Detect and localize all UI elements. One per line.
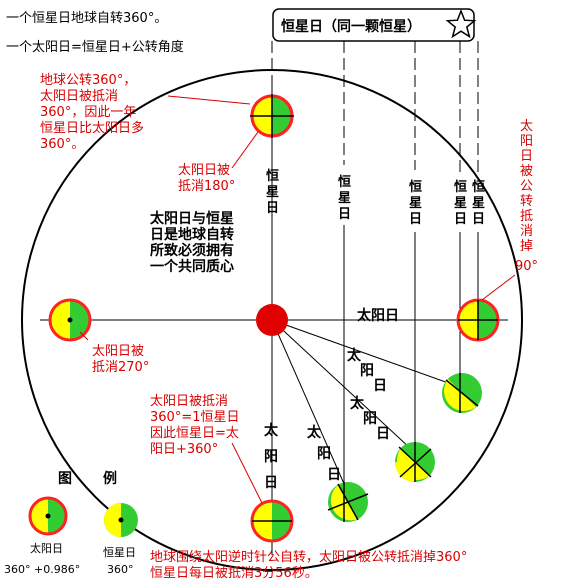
svg-text:360°=1恒星日: 360°=1恒星日	[150, 410, 239, 425]
svg-text:阳: 阳	[520, 134, 533, 149]
svg-text:太: 太	[264, 422, 279, 439]
svg-text:太阳日被抵消: 太阳日被抵消	[150, 394, 228, 409]
svg-text:日是地球自转: 日是地球自转	[150, 226, 234, 243]
svg-text:消: 消	[520, 224, 533, 239]
svg-text:太阳日被: 太阳日被	[92, 344, 144, 359]
sun	[256, 304, 288, 336]
svg-text:阳: 阳	[264, 449, 278, 465]
svg-text:日: 日	[373, 378, 387, 394]
solar-label-diag-3: 太 阳 日	[307, 424, 341, 483]
legend-solar-label: 太阳日	[30, 542, 63, 555]
note-offset-270: 太阳日被 抵消270°	[92, 344, 149, 375]
svg-text:太: 太	[347, 347, 362, 364]
svg-text:阳日+360°: 阳日+360°	[150, 442, 218, 457]
note-orbit-360: 地球公转360°， 太阳日被抵消 360°，因此一年 恒星日比太阳日多 360°…	[40, 73, 144, 152]
svg-text:太阳日被抵消: 太阳日被抵消	[40, 89, 118, 104]
solar-rays	[271, 319, 469, 503]
note-180-pointer	[231, 131, 259, 169]
sidereal-label-2: 恒星日	[338, 174, 351, 222]
svg-text:360°。: 360°。	[40, 137, 84, 152]
svg-text:太阳日与恒星: 太阳日与恒星	[150, 210, 234, 227]
note-offset-90: 太 阳 日 被 公 转 抵 消 掉 90°	[515, 119, 538, 274]
note-90-pointer	[481, 274, 516, 301]
solar-label-diag-1: 太 阳 日	[347, 347, 387, 394]
svg-text:一个共同质心: 一个共同质心	[150, 258, 234, 275]
svg-text:日: 日	[520, 149, 533, 164]
bottom-note-2: 恒星日每日被抵消3分56秒。	[150, 565, 318, 581]
svg-text:被: 被	[520, 164, 533, 179]
solar-label-down: 太 阳 日	[264, 422, 279, 491]
sidereal-labels: 恒星日 恒星日 恒星日 恒星日 恒星日	[266, 168, 485, 227]
header-line-1: 一个恒星日地球自转360°。	[6, 11, 167, 26]
svg-text:360°，因此一年: 360°，因此一年	[40, 105, 136, 120]
svg-text:日: 日	[264, 475, 278, 491]
svg-text:太: 太	[307, 424, 322, 441]
sidereal-label-5: 恒星日	[472, 179, 485, 227]
earth-lower-right-2	[395, 442, 435, 482]
svg-text:阳: 阳	[363, 411, 377, 427]
earth-bottom	[250, 499, 294, 543]
note-270-pointer	[79, 331, 89, 341]
svg-text:太: 太	[350, 395, 365, 412]
star-box	[272, 8, 475, 42]
svg-text:抵消270°: 抵消270°	[92, 360, 149, 375]
sidereal-label-1: 恒星日	[266, 168, 279, 216]
svg-text:90°: 90°	[515, 259, 538, 274]
earth-top	[250, 94, 294, 138]
svg-text:日: 日	[327, 467, 341, 483]
bottom-note-1: 地球围绕太阳逆时针公自转，太阳日被公转抵消掉360°	[150, 549, 467, 565]
legend-solar-earth	[28, 496, 68, 536]
earth-right	[456, 298, 500, 342]
sidereal-label-3: 恒星日	[409, 179, 422, 227]
svg-text:太: 太	[520, 119, 533, 134]
earth-lower-right-3	[327, 482, 369, 522]
note-offset-180: 太阳日被 抵消180°	[178, 163, 235, 194]
legend-sidereal-value: 360°	[107, 563, 134, 576]
svg-text:抵: 抵	[520, 209, 533, 224]
legend: 图 例 太阳日 360° +0.986° 恒星日 360°	[4, 470, 138, 576]
svg-text:因此恒星日=太: 因此恒星日=太	[150, 426, 239, 441]
earth-left	[48, 298, 92, 342]
svg-text:公: 公	[520, 179, 533, 194]
svg-text:转: 转	[520, 194, 533, 209]
svg-text:阳: 阳	[360, 363, 374, 379]
svg-text:太阳日被: 太阳日被	[178, 163, 230, 178]
note-360-pointer	[231, 442, 263, 504]
center-note: 太阳日与恒星 日是地球自转 所致必须拥有 一个共同质心	[150, 210, 234, 275]
svg-text:地球公转360°，: 地球公转360°，	[40, 73, 136, 88]
solar-label-diag-2: 太 阳 日	[350, 395, 390, 442]
note-offset-360: 太阳日被抵消 360°=1恒星日 因此恒星日=太 阳日+360°	[150, 394, 239, 457]
svg-text:抵消180°: 抵消180°	[178, 179, 235, 194]
legend-solar-value: 360° +0.986°	[4, 563, 80, 576]
svg-text:所致必须拥有: 所致必须拥有	[150, 242, 234, 259]
svg-text:阳: 阳	[317, 446, 331, 462]
svg-text:掉: 掉	[520, 239, 533, 254]
earth-lower-right-1	[442, 373, 482, 413]
star-box-label: 恒星日（同一颗恒星）	[281, 18, 421, 35]
sidereal-label-4: 恒星日	[454, 179, 467, 227]
solar-label-horizontal: 太阳日	[357, 307, 399, 324]
svg-text:日: 日	[376, 426, 390, 442]
header-line-2: 一个太阳日=恒星日+公转角度	[6, 39, 184, 55]
legend-sidereal-earth	[104, 503, 138, 537]
svg-text:恒星日比太阳日多: 恒星日比太阳日多	[40, 120, 144, 136]
note-orbit-pointer	[167, 95, 251, 105]
svg-text:例: 例	[103, 470, 117, 487]
svg-text:图: 图	[58, 471, 72, 487]
legend-sidereal-label: 恒星日	[103, 546, 136, 559]
star-icon	[445, 8, 477, 39]
